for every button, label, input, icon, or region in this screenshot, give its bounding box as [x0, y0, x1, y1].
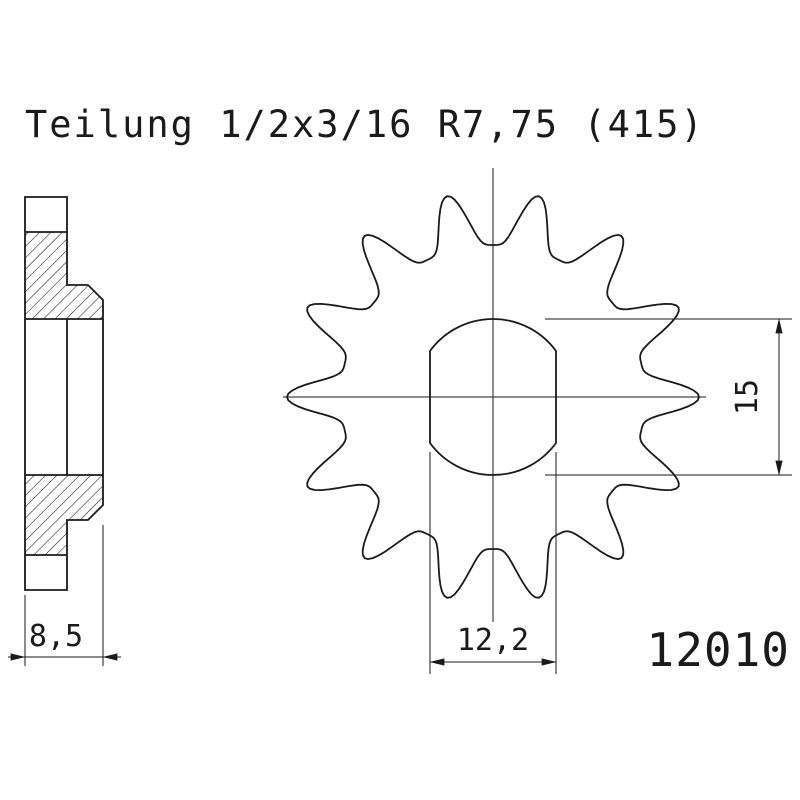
section-view: [24, 196, 104, 591]
center-lines: [283, 168, 706, 622]
bore-outline: [429, 318, 557, 476]
dimension-bore-height: 15: [545, 318, 792, 476]
part-number: 12010: [647, 623, 790, 677]
section-hatch-lower: [25, 475, 103, 555]
dimension-label-across-flats: 12,2: [457, 623, 529, 658]
dimension-across-flats: 12,2: [429, 452, 557, 674]
section-inner-lines: [25, 231, 103, 556]
dimension-width: 8,5: [8, 525, 121, 666]
dimension-label-bore-height: 15: [730, 379, 765, 415]
sprocket-outline: [286, 195, 700, 599]
dimension-label-width: 8,5: [29, 619, 83, 654]
sprocket-front-view: [286, 195, 700, 599]
drawing-title: Teilung 1/2x3/16 R7,75 (415): [25, 103, 705, 146]
section-hatch-upper: [25, 232, 103, 319]
section-outline: [24, 196, 104, 591]
